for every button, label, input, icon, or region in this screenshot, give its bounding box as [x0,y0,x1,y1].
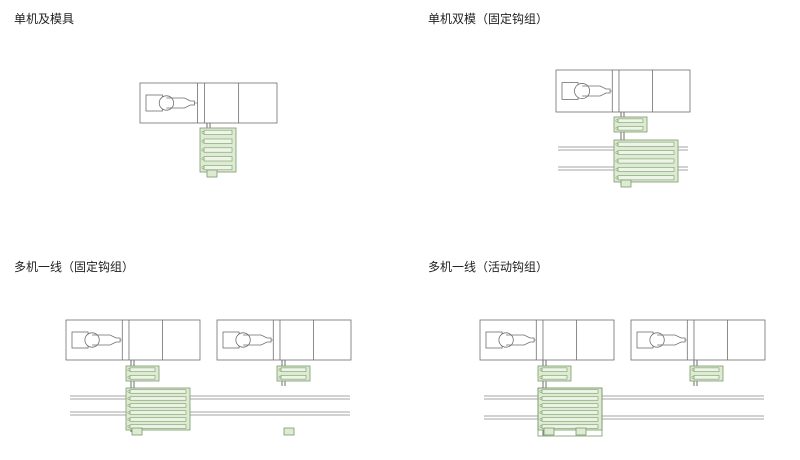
mold-slot [541,403,599,408]
mold-pin [539,425,543,428]
hook-tab [620,179,632,188]
mold-pin [691,368,695,372]
mold-pin [127,404,131,407]
mold-pin [201,157,205,161]
mold-pin [127,397,131,400]
hook-tab [206,169,218,178]
mold-pin [615,151,619,155]
mold-slot [129,367,156,372]
mold-pin [615,126,619,130]
injection-hopper [235,332,251,348]
mold-block-double [537,387,603,431]
hook-tab [131,427,143,436]
injection-hopper [574,83,591,99]
mold-slot [541,367,568,372]
mold-pin [539,390,543,393]
mold-slot [541,417,599,422]
mold-pin [127,390,131,393]
panel-multi-fixed-diagram [65,319,352,436]
mold-slot [129,410,187,415]
injection-hopper [158,95,175,111]
mold-slot [617,158,675,164]
panel-title-multi-active: 多机一线（活动钩组） [428,260,549,274]
mold-pin [127,411,131,414]
mold-pin [691,375,695,379]
mold-block-double [125,387,191,431]
mold-slot [617,175,675,181]
mold-pin [615,176,619,180]
hook-tab [283,427,295,436]
mold-pin [615,119,619,123]
mold-pin [539,368,543,372]
hook-tab [575,427,587,436]
mold-slot [541,410,599,415]
injection-hopper [84,332,100,348]
mold-pin [127,375,131,379]
mold-pin [127,418,131,421]
mold-slot [129,375,156,380]
mold-slot [129,417,187,422]
mold-slot [617,167,675,172]
mold-pin [201,166,205,170]
mold-slot [617,141,675,147]
mold-pin [539,375,543,379]
mold-slot [617,126,644,131]
mold-pin [615,142,619,146]
panel-title-multi-fixed: 多机一线（固定钩组） [14,260,135,274]
mold-pin [539,418,543,421]
mold-pin [127,368,131,372]
mold-slot [541,396,599,401]
mold-slot [617,118,644,123]
hook-tab [543,427,555,436]
mold-slot [280,367,307,372]
mold-pin [615,159,619,163]
mold-pin [539,397,543,400]
mold-pin [278,375,282,379]
mold-pin [278,368,282,372]
mold-slot [203,147,233,153]
mold-slot [541,389,599,394]
mold-pin [127,425,131,428]
mold-slot [129,403,187,408]
mold-slot [203,129,233,135]
mold-slot [129,396,187,401]
mold-slot [541,375,568,380]
mold-slot [280,375,307,380]
mold-slot [203,156,233,162]
mold-pin [539,404,543,407]
panel-multi-active-diagram [479,319,766,437]
active-hook-frame [537,387,603,437]
panel-single-diagram [139,82,278,178]
panel-title-single: 单机及模具 [14,12,75,26]
injection-hopper [649,332,665,348]
injection-hopper [498,332,514,348]
mold-slot [203,165,233,171]
mold-pin [201,148,205,152]
mold-slot [129,389,187,394]
mold-slot [693,375,720,380]
mold-slot [617,150,675,155]
mold-slot [203,138,233,144]
mold-slot [693,367,720,372]
panel-single-double-diagram [555,69,691,188]
mold-pin [615,167,619,171]
mold-pin [201,139,205,143]
panel-title-single-double: 单机双模（固定钩组） [428,12,549,26]
mold-pin [539,411,543,414]
mold-pin [201,130,205,134]
